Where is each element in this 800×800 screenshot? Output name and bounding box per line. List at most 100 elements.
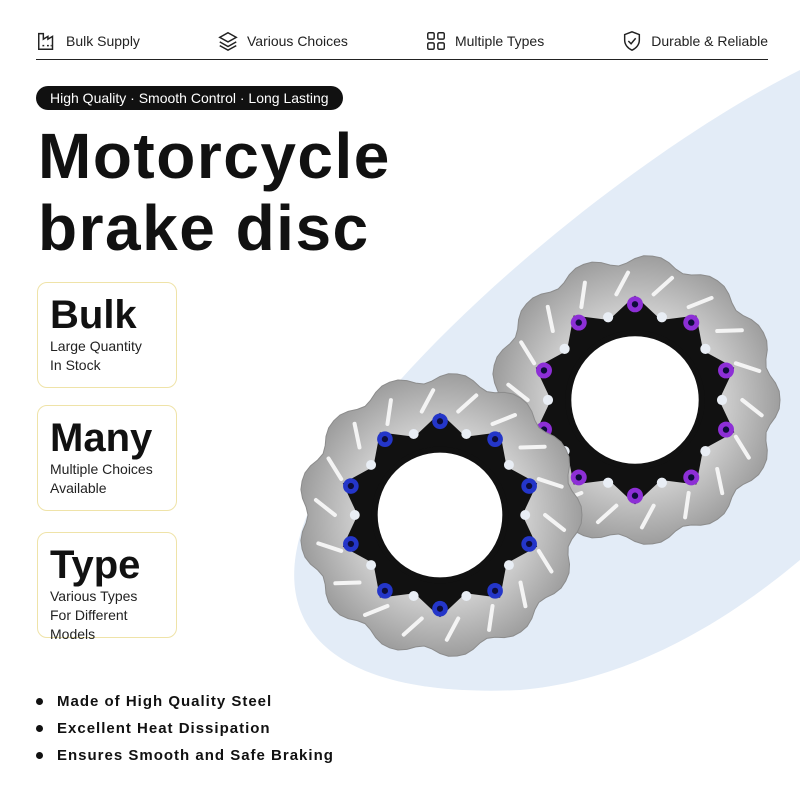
disc-slot: [579, 280, 587, 310]
feature-bar: Bulk Supply Various Choices Multiple Typ…: [36, 22, 768, 60]
disc-slot: [490, 413, 517, 426]
disc-slot: [456, 393, 479, 414]
bullet-text: Ensures Smooth and Safe Braking: [57, 747, 334, 764]
feature-bulk-supply: Bulk Supply: [36, 30, 140, 52]
disc-bolt-center: [491, 436, 499, 443]
disc-slot: [733, 361, 762, 374]
carrier-hole: [366, 459, 377, 470]
disc-slot: [333, 580, 362, 586]
disc-slot: [316, 541, 344, 553]
info-card-type: Type Various Types For Different Models: [37, 532, 177, 642]
feature-multiple-types: Multiple Types: [425, 30, 544, 52]
carrier-hole: [408, 429, 419, 439]
disc-center-hole: [371, 446, 509, 584]
disc-slot: [385, 398, 393, 426]
disc-slot: [740, 398, 764, 418]
feature-label: Bulk Supply: [66, 32, 140, 49]
disc-bolt-center: [526, 540, 533, 548]
title-line-2: brake disc: [38, 192, 370, 264]
disc-center-hole: [565, 330, 705, 470]
carrier-hole: [408, 591, 419, 601]
disc-slot: [715, 466, 725, 496]
carrier-hole: [461, 429, 472, 439]
carrier-hole: [603, 477, 614, 488]
disc-bolt-center: [436, 418, 444, 425]
disc-slot: [686, 295, 714, 310]
disc-slot: [326, 456, 344, 482]
carrier-hole: [520, 510, 531, 520]
disc-bolt-center: [540, 367, 548, 374]
disc-bolt-center: [491, 587, 499, 594]
card-text-line-1: Multiple Choices: [50, 461, 153, 477]
disc-bolt-center: [631, 492, 639, 499]
disc-slot: [401, 616, 424, 637]
info-card-bulk: Bulk Large Quantity In Stock: [37, 282, 177, 388]
carrier-hole: [700, 343, 711, 354]
bullet-dot-icon: [36, 725, 43, 732]
carrier-hole: [366, 560, 377, 571]
disc-bolt-center: [688, 319, 695, 326]
bullet-item: Made of High Quality Steel: [36, 688, 334, 715]
grid-icon: [426, 31, 445, 50]
carrier-hole: [700, 446, 711, 457]
disc-slot: [683, 490, 691, 520]
page-title: Motorcycle brake disc: [38, 120, 391, 264]
card-title: Many: [50, 416, 153, 460]
disc-bolt-center: [347, 482, 354, 490]
layers-icon: [218, 31, 238, 51]
carrier-hole: [656, 312, 667, 323]
disc-slot: [506, 382, 530, 402]
disc-slot: [519, 340, 537, 366]
bullet-dot-icon: [36, 752, 43, 759]
disc-slot: [595, 503, 619, 525]
feature-bullet-list: Made of High Quality Steel Excellent Hea…: [36, 688, 334, 769]
card-title: Type: [50, 543, 141, 587]
disc-bolt-center: [575, 474, 582, 481]
disc-bolt-center: [381, 587, 389, 594]
tagline-pill: High Quality · Smooth Control · Long Las…: [36, 86, 343, 110]
card-title: Bulk: [50, 293, 137, 337]
disc-bolt-center: [381, 436, 389, 443]
card-text-line-2: In Stock: [50, 357, 101, 373]
carrier-hole: [461, 591, 472, 601]
disc-bolt-center: [436, 605, 444, 612]
carrier-hole: [503, 560, 514, 571]
card-text-line-2: For Different Models: [50, 607, 128, 642]
factory-icon: [38, 32, 54, 50]
card-text-line-2: Available: [50, 480, 107, 496]
disc-bolt-center: [347, 540, 354, 548]
carrier-hole: [542, 394, 554, 406]
disc-slot: [614, 270, 631, 297]
disc-slot: [313, 498, 337, 517]
feature-durable-reliable: Durable & Reliable: [621, 30, 768, 52]
disc-slot: [419, 388, 436, 414]
title-line-1: Motorcycle: [38, 120, 391, 192]
disc-slot: [545, 304, 555, 334]
disc-slot: [518, 580, 528, 609]
disc-bolt-center: [722, 426, 730, 433]
bullet-text: Excellent Heat Dissipation: [57, 720, 271, 737]
card-text-line-1: Various Types: [50, 588, 138, 604]
disc-slot: [444, 616, 461, 642]
bullet-dot-icon: [36, 698, 43, 705]
disc-slot: [363, 604, 390, 617]
disc-slot: [543, 513, 567, 532]
carrier-hole: [559, 343, 570, 354]
feature-various-choices: Various Choices: [217, 30, 348, 52]
feature-label: Multiple Types: [454, 32, 545, 49]
disc-slot: [733, 434, 751, 460]
shield-check-icon: [624, 30, 641, 51]
disc-bolt-center: [631, 301, 639, 308]
disc-slot: [536, 548, 554, 574]
carrier-hole: [656, 477, 667, 488]
bullet-item: Excellent Heat Dissipation: [36, 715, 334, 742]
disc-bolt-center: [526, 482, 533, 490]
carrier-hole: [716, 394, 728, 406]
carrier-hole: [603, 312, 614, 323]
disc-bolt-center: [575, 319, 582, 326]
feature-label: Various Choices: [247, 32, 348, 49]
disc-slot: [487, 604, 495, 632]
bullet-text: Made of High Quality Steel: [57, 693, 273, 710]
disc-slot: [536, 477, 564, 489]
feature-label: Durable & Reliable: [651, 32, 768, 49]
